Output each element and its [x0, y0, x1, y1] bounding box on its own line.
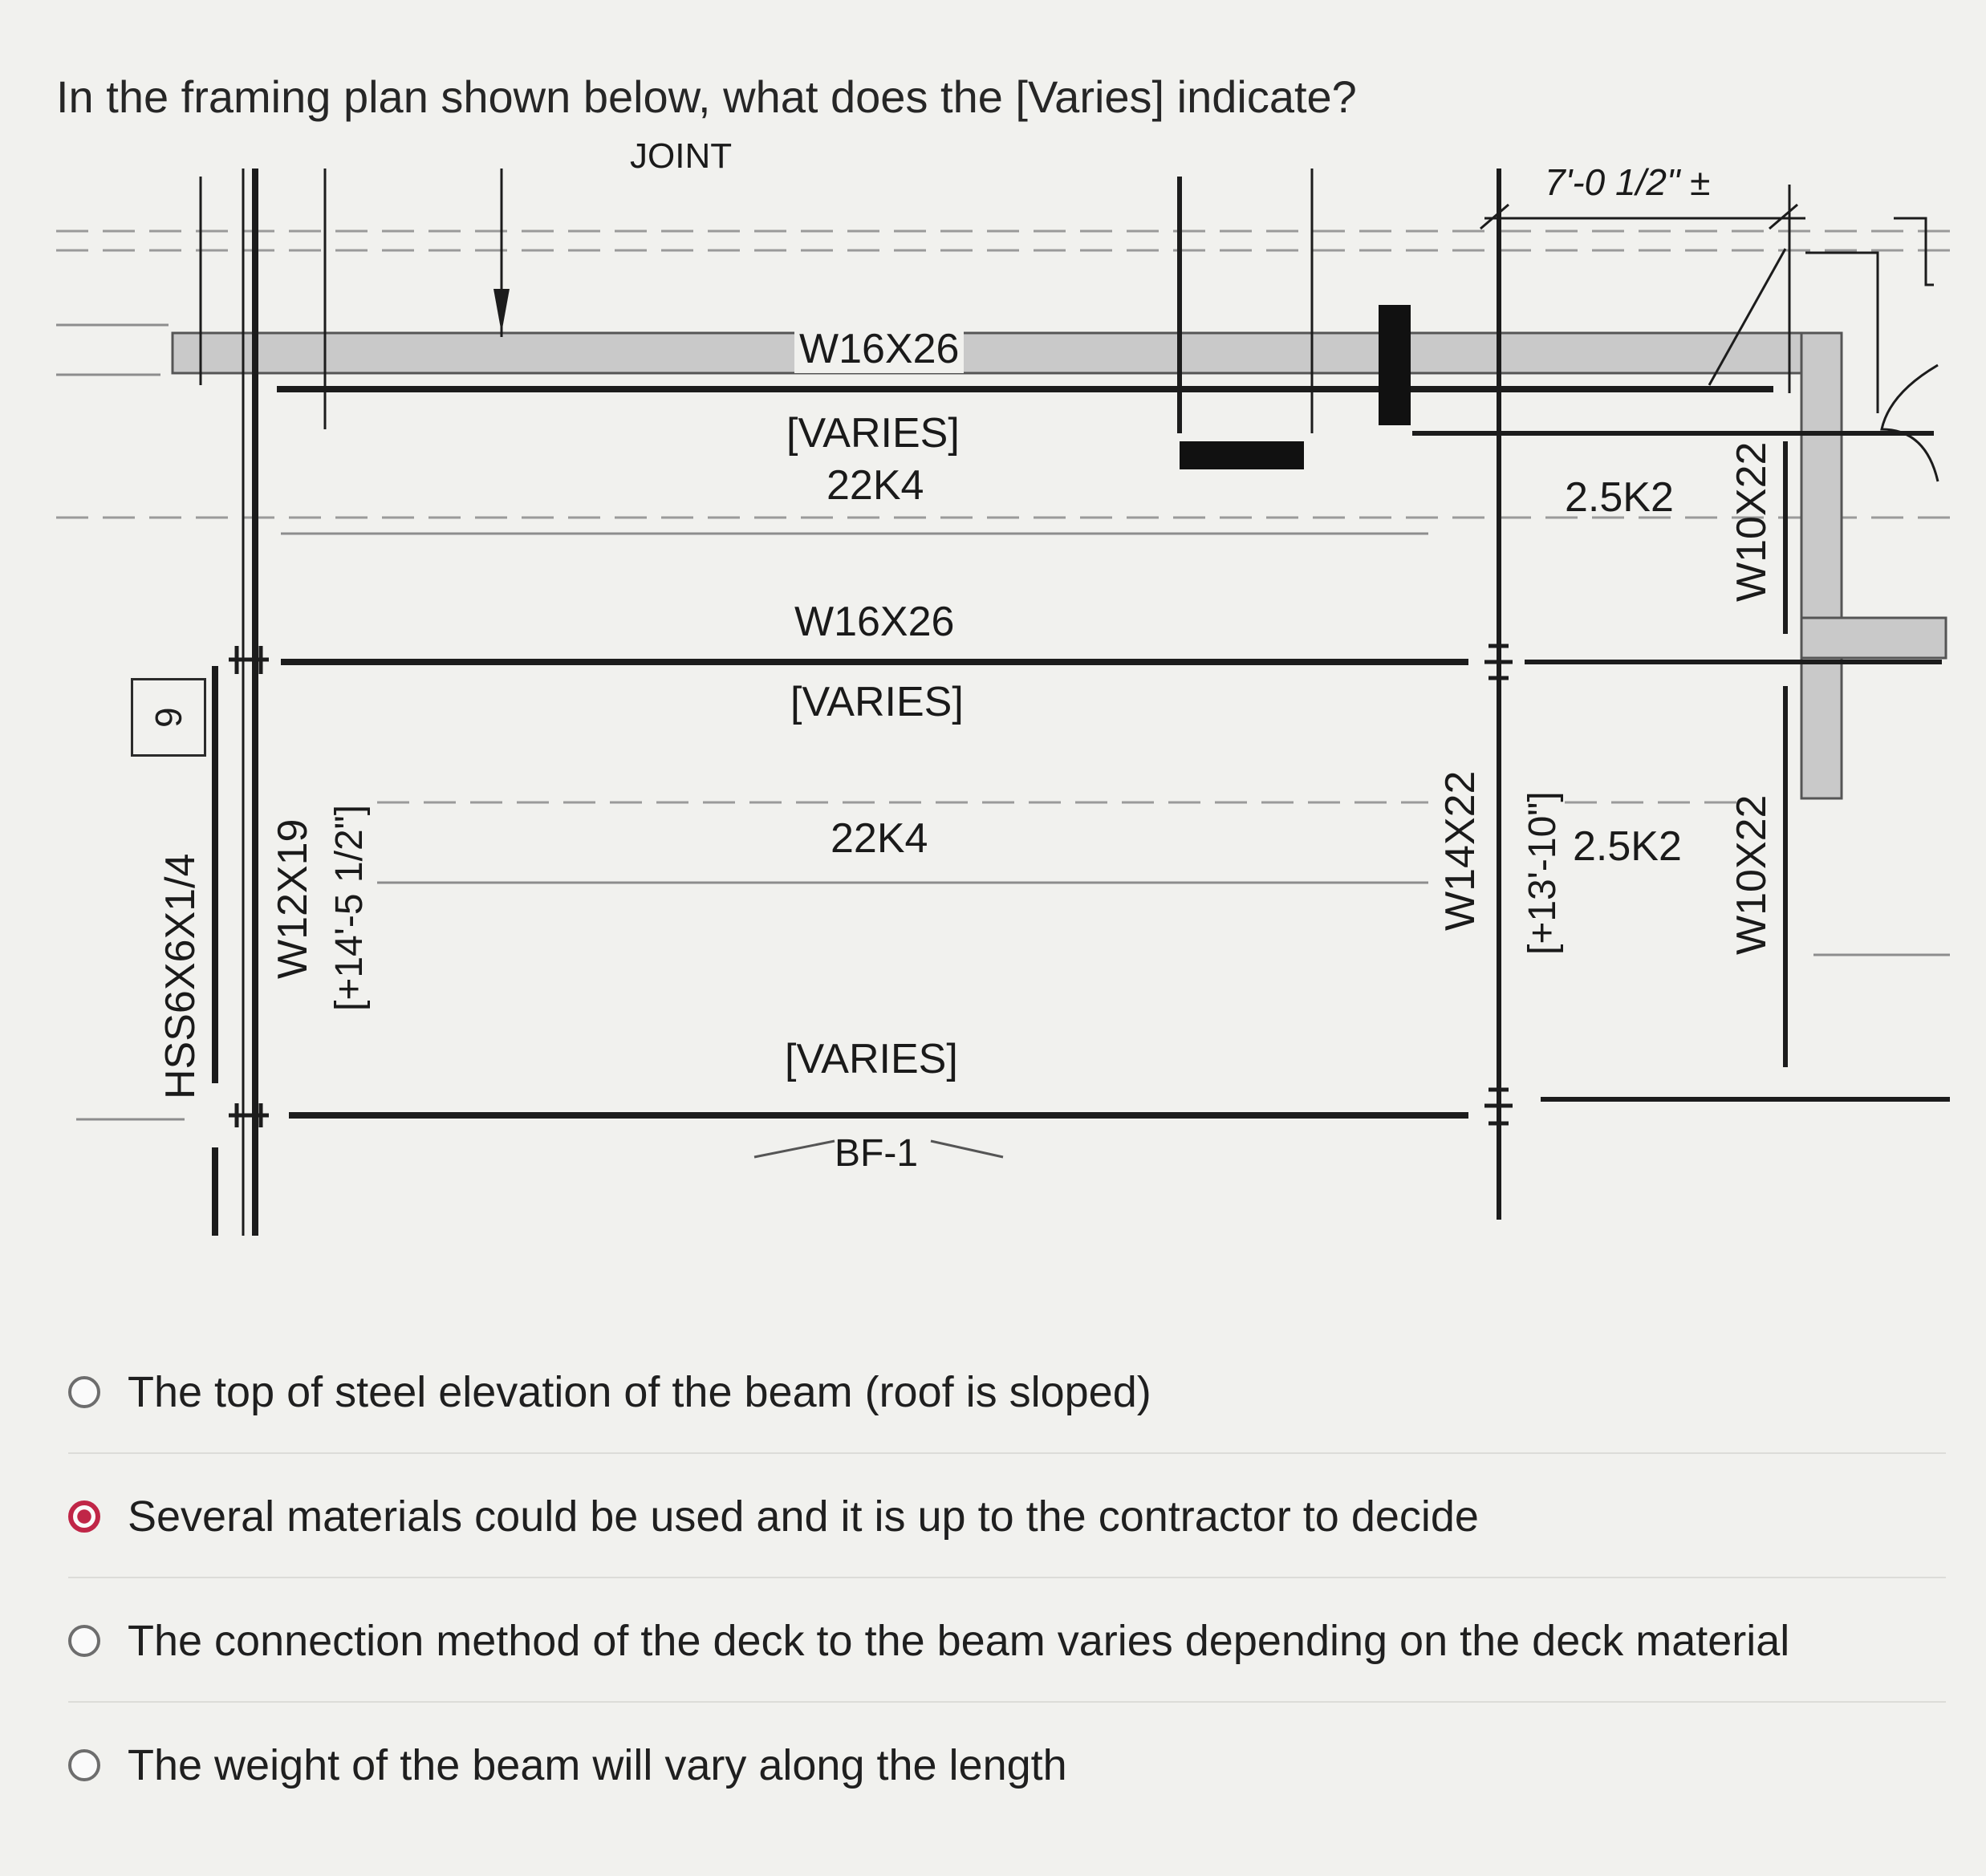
option-4-label: The weight of the beam will vary along t…: [128, 1741, 1067, 1789]
varies-label-2: [VARIES]: [790, 679, 964, 725]
connection-plate: [1180, 441, 1304, 469]
option-3[interactable]: The connection method of the deck to the…: [68, 1581, 1946, 1703]
arrow-icon: [493, 289, 510, 333]
framing-plan: JOINT 7'-0 1/2" ± W16X26 [VARIES] 22K4 W…: [0, 136, 1986, 1292]
elevation-right-label: [+13'-10"]: [1521, 791, 1564, 955]
joist-right-label-1: 2.5K2: [1565, 474, 1674, 521]
option-2[interactable]: Several materials could be used and it i…: [68, 1456, 1946, 1578]
deck-hatch-right: [1800, 331, 1843, 800]
option-4[interactable]: The weight of the beam will vary along t…: [68, 1705, 1946, 1825]
detail-tag: 6: [131, 678, 206, 757]
beam-right-label-1: W10X22: [1728, 441, 1775, 602]
column-w14-label: W14X22: [1437, 770, 1484, 931]
dimension-label: 7'-0 1/2" ±: [1545, 161, 1711, 203]
question-text: In the framing plan shown below, what do…: [56, 71, 1357, 122]
option-1[interactable]: The top of steel elevation of the beam (…: [68, 1332, 1946, 1454]
column-hss-label: HSS6X6X1/4: [157, 853, 204, 1099]
beam-top-label: W16X26: [794, 325, 965, 373]
radio-option-4[interactable]: [68, 1749, 100, 1781]
joist-label-1: 22K4: [826, 462, 924, 509]
option-2-label: Several materials could be used and it i…: [128, 1492, 1479, 1541]
bf-label: BF-1: [835, 1132, 919, 1175]
column-w12-label: W12X19: [270, 818, 316, 979]
joist-right-label-2: 2.5K2: [1573, 823, 1682, 870]
varies-label-3: [VARIES]: [785, 1036, 958, 1082]
joint-label: JOINT: [630, 136, 733, 176]
option-1-label: The top of steel elevation of the beam (…: [128, 1368, 1151, 1416]
elevation-left-label: [+14'-5 1/2"]: [328, 804, 371, 1011]
varies-label-1: [VARIES]: [786, 410, 960, 457]
radio-option-3[interactable]: [68, 1625, 100, 1657]
deck-hatch-top: [171, 331, 1835, 375]
joist-label-2: 22K4: [831, 815, 928, 862]
beam-right-label-2: W10X22: [1728, 794, 1775, 955]
radio-option-1[interactable]: [68, 1376, 100, 1408]
column-block: [1379, 305, 1411, 425]
framing-plan-drawing: [56, 169, 1958, 1236]
radio-option-2[interactable]: [68, 1500, 100, 1533]
beam-mid-label: W16X26: [794, 599, 955, 645]
option-3-label: The connection method of the deck to the…: [128, 1617, 1790, 1665]
